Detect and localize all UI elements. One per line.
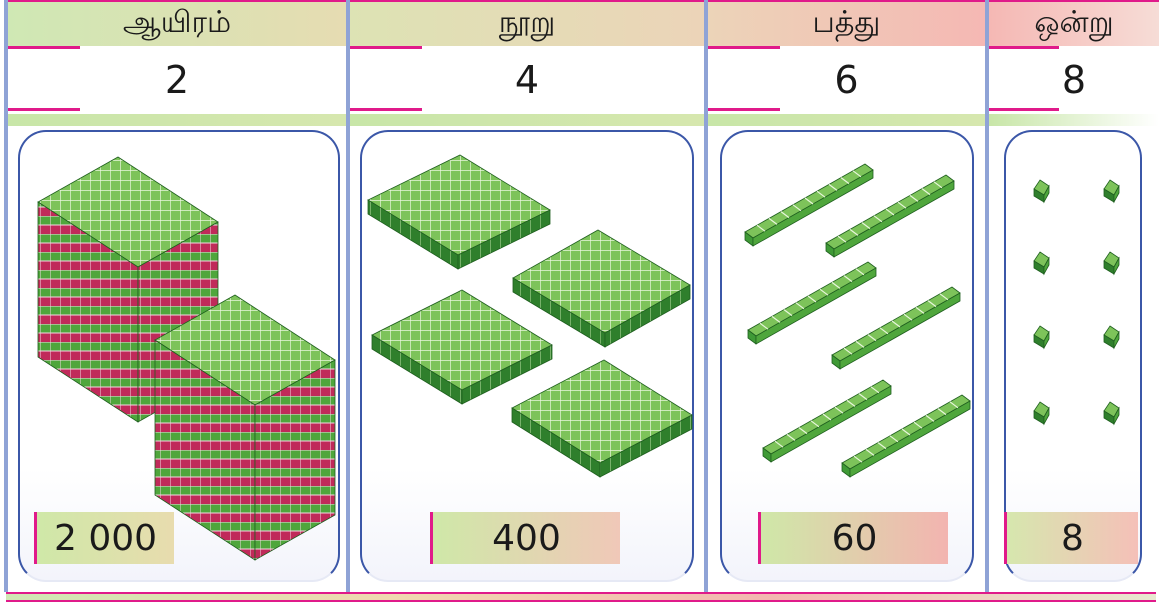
value-ones: 8 — [1004, 512, 1138, 564]
hundred-flat-icon-top — [368, 155, 550, 255]
value-text: 2 000 — [54, 518, 157, 559]
ten-rod-icon-side — [850, 401, 970, 477]
value-text: 400 — [492, 518, 561, 559]
hundred-flat-icon-top — [513, 230, 690, 333]
value-hundreds: 400 — [430, 512, 620, 564]
value-text: 8 — [1061, 518, 1084, 559]
hundred-flat-icon-top — [372, 290, 552, 390]
ten-rod-icon-side — [756, 268, 876, 344]
footer-bar — [6, 592, 1156, 602]
hundred-flat-icon-top — [512, 360, 692, 463]
value-text: 60 — [832, 518, 878, 559]
ten-rod-icon-side — [834, 181, 954, 257]
value-tens: 60 — [758, 512, 948, 564]
value-thousands: 2 000 — [34, 512, 174, 564]
ten-rod-icon-side — [840, 293, 960, 369]
